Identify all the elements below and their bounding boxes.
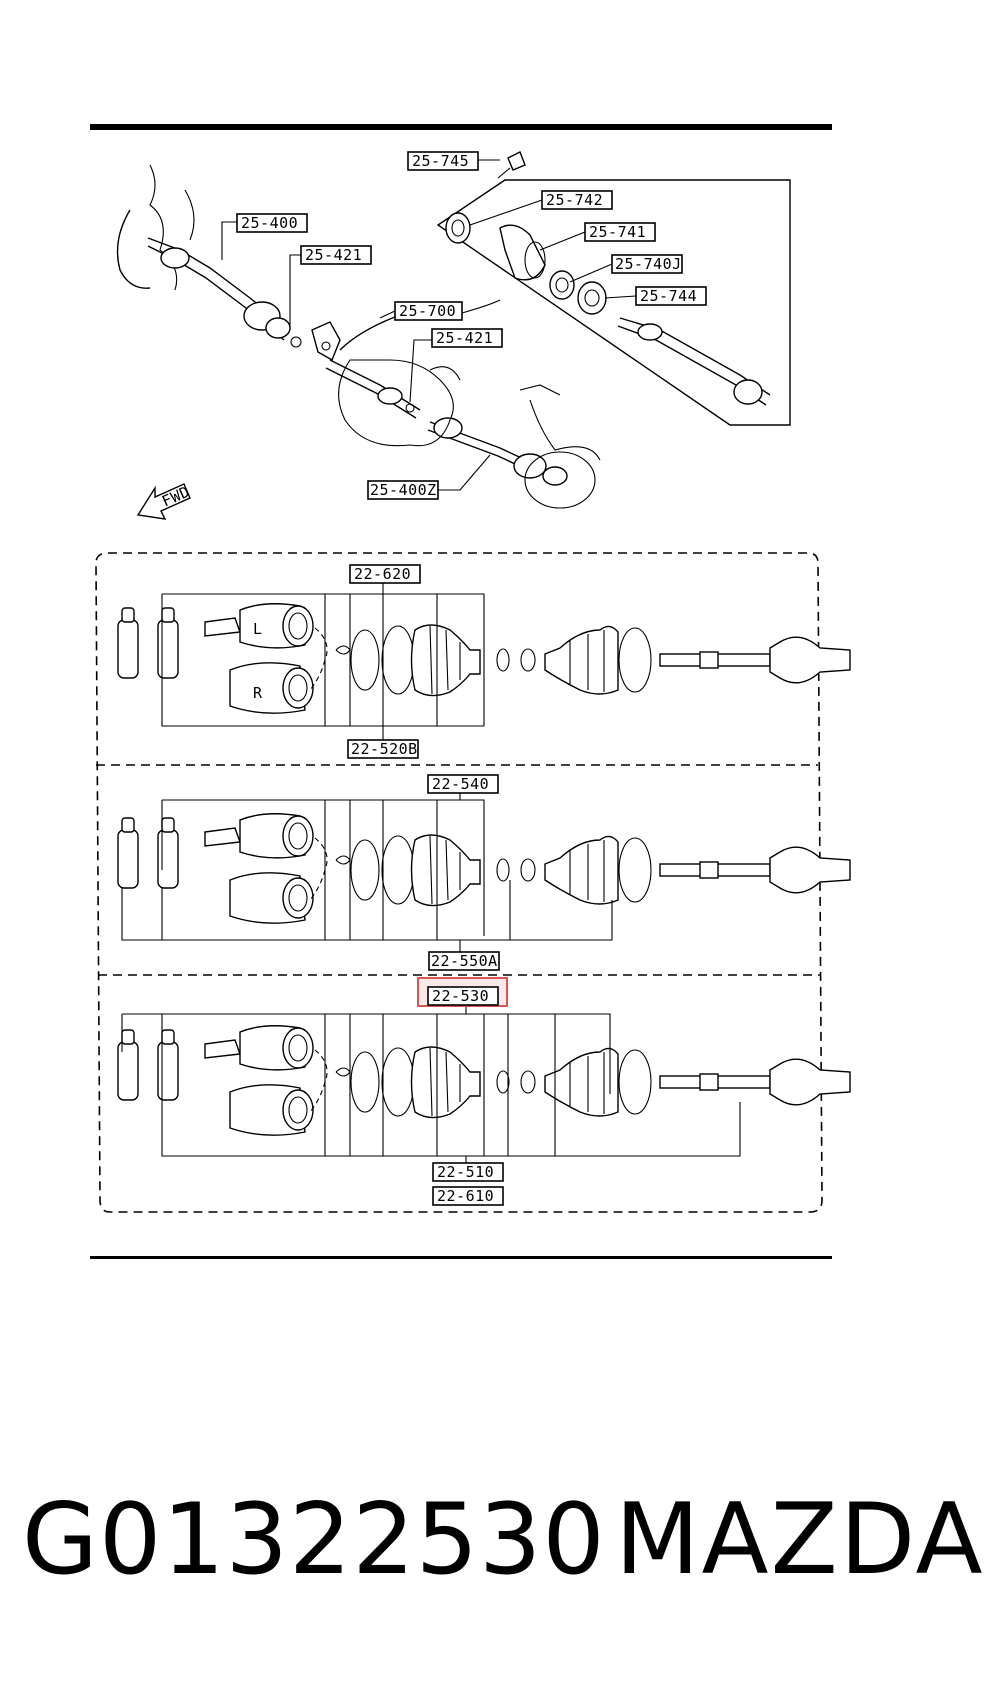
label-25-740J: 25-740J [611, 254, 683, 274]
fwd-label: FWD [159, 482, 192, 510]
svg-text:25-700: 25-700 [399, 302, 456, 320]
svg-text:25-744: 25-744 [640, 287, 697, 305]
svg-text:22-520B: 22-520B [351, 740, 418, 758]
label-22-520B: 22-520B [347, 739, 419, 759]
top-rule [90, 124, 832, 130]
label-25-421-lower: 25-421 [431, 328, 503, 348]
svg-text:25-740J: 25-740J [615, 255, 682, 273]
svg-text:25-745: 25-745 [412, 152, 469, 170]
label-25-400: 25-400 [236, 213, 308, 233]
svg-text:22-540: 22-540 [432, 775, 489, 793]
label-25-745: 25-745 [407, 151, 479, 171]
label-22-550A: 22-550A [428, 951, 500, 971]
svg-text:25-421: 25-421 [305, 246, 362, 264]
driveshaft-assembly-view: FWD 25-745 25-742 25-741 25-740J 25-744 … [116, 151, 791, 520]
label-25-744: 25-744 [635, 286, 707, 306]
label-22-620: 22-620 [349, 564, 421, 584]
exploded-views-panel: L R 22-620 22-520B 22-540 [95, 552, 851, 1213]
brand-name: MAZDA [615, 1483, 985, 1597]
svg-text:25-741: 25-741 [589, 223, 646, 241]
label-25-400Z: 25-400Z [367, 480, 439, 500]
svg-text:22-550A: 22-550A [431, 952, 498, 970]
svg-text:22-610: 22-610 [437, 1187, 494, 1205]
svg-text:25-421: 25-421 [436, 329, 493, 347]
label-25-741: 25-741 [584, 222, 656, 242]
mark-L: L [253, 620, 263, 638]
label-25-421-upper: 25-421 [300, 245, 372, 265]
svg-text:22-620: 22-620 [354, 565, 411, 583]
label-22-510: 22-510 [432, 1162, 504, 1182]
bottom-rule [90, 1256, 832, 1259]
svg-text:25-400: 25-400 [241, 214, 298, 232]
exploded-row-3 [117, 1013, 851, 1157]
label-25-742: 25-742 [541, 190, 613, 210]
label-22-530: 22-530 [417, 977, 508, 1007]
mark-R: R [253, 684, 263, 702]
label-22-610: 22-610 [432, 1186, 504, 1206]
part-number: G01322530 [22, 1483, 606, 1597]
exploded-row-1: L R [117, 593, 851, 727]
svg-text:25-400Z: 25-400Z [370, 481, 437, 499]
fwd-arrow-icon: FWD [136, 482, 193, 520]
exploded-row-2 [117, 799, 851, 941]
label-25-700: 25-700 [394, 301, 463, 321]
label-22-540: 22-540 [427, 774, 499, 794]
svg-text:25-742: 25-742 [546, 191, 603, 209]
footer: G01322530 MAZDA [0, 1480, 992, 1600]
svg-text:22-530: 22-530 [432, 987, 489, 1005]
svg-text:22-510: 22-510 [437, 1163, 494, 1181]
